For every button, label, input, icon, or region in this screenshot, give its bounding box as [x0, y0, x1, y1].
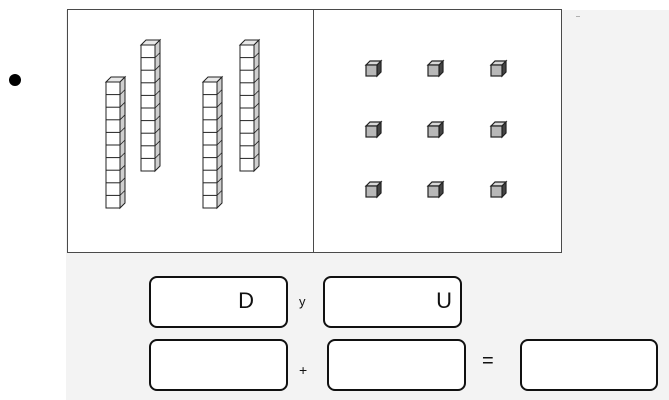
sum-input-box[interactable]	[520, 339, 658, 391]
connector-y: y	[299, 294, 306, 309]
tens-rod	[240, 40, 259, 171]
unit-cube	[491, 122, 506, 137]
unit-cube	[491, 61, 506, 76]
unit-cube	[428, 61, 443, 76]
unit-cube	[366, 182, 381, 197]
unit-cube	[428, 122, 443, 137]
addend-1-input-box[interactable]	[149, 339, 288, 391]
addend-2-input-box[interactable]	[327, 339, 466, 391]
units-answer-box[interactable]: U	[323, 276, 462, 328]
plus-sign: +	[299, 362, 307, 378]
base-ten-blocks	[0, 0, 669, 260]
unit-cube	[366, 122, 381, 137]
units-label: U	[436, 287, 452, 315]
tens-answer-box[interactable]: D	[149, 276, 288, 328]
equals-sign: =	[482, 350, 494, 373]
tens-rod	[203, 77, 222, 208]
unit-cube	[428, 182, 443, 197]
tens-rod	[106, 77, 125, 208]
tens-rod	[141, 40, 160, 171]
tens-label: D	[238, 287, 254, 315]
unit-cube	[366, 61, 381, 76]
unit-cube	[491, 182, 506, 197]
